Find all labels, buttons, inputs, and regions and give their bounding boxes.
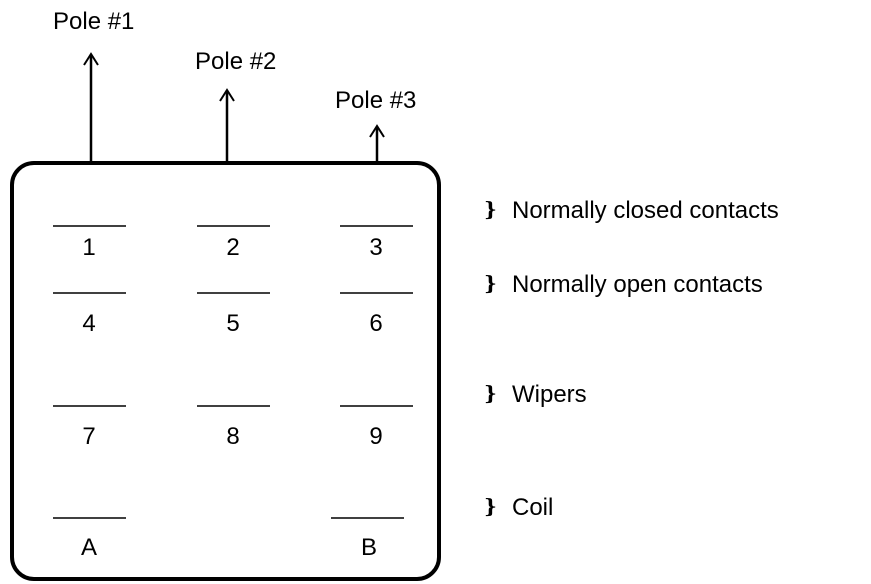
terminal-2: 2 — [197, 225, 270, 261]
pole-1: Pole #1 — [53, 8, 134, 163]
legend-item-wipers: } Wipers — [484, 381, 587, 408]
legend-item-label: Wipers — [512, 381, 587, 408]
legend-item-normally-closed: } Normally closed contacts — [484, 197, 779, 224]
terminal-a-label: A — [81, 534, 97, 561]
terminal-8: 8 — [197, 405, 270, 450]
pole-3: Pole #3 — [335, 87, 416, 163]
terminal-1: 1 — [53, 225, 126, 261]
terminal-3: 3 — [340, 225, 413, 261]
pole-3-arrow-icon — [369, 124, 385, 138]
terminal-9: 9 — [340, 405, 413, 450]
terminal-a: A — [53, 517, 126, 561]
terminal-5: 5 — [197, 292, 270, 337]
legend-item-normally-open: } Normally open contacts — [484, 271, 763, 298]
brace-icon: } — [484, 271, 497, 295]
relay-body — [10, 161, 441, 581]
terminal-6: 6 — [340, 292, 413, 337]
brace-icon: } — [484, 197, 497, 221]
legend-item-label: Coil — [512, 494, 553, 521]
terminal-3-label: 3 — [369, 234, 382, 261]
pole-1-label: Pole #1 — [53, 8, 134, 35]
terminal-9-label: 9 — [369, 423, 382, 450]
terminal-4-label: 4 — [82, 310, 95, 337]
terminal-b-label: B — [361, 534, 377, 561]
pole-1-arrow-icon — [83, 52, 99, 66]
legend: } Normally closed contacts } Normally op… — [484, 197, 779, 521]
legend-item-label: Normally closed contacts — [512, 197, 779, 224]
pole-2-label: Pole #2 — [195, 48, 276, 75]
pole-2: Pole #2 — [195, 48, 276, 163]
terminal-1-label: 1 — [82, 234, 95, 261]
terminal-4: 4 — [53, 292, 126, 337]
pole-3-label: Pole #3 — [335, 87, 416, 114]
legend-item-coil: } Coil — [484, 494, 553, 521]
terminal-7: 7 — [53, 405, 126, 450]
brace-icon: } — [484, 381, 497, 405]
terminal-8-label: 8 — [226, 423, 239, 450]
terminal-2-label: 2 — [226, 234, 239, 261]
terminal-6-label: 6 — [369, 310, 382, 337]
legend-item-label: Normally open contacts — [512, 271, 763, 298]
terminal-b: B — [331, 517, 404, 561]
terminal-7-label: 7 — [82, 423, 95, 450]
terminal-5-label: 5 — [226, 310, 239, 337]
pole-2-arrow-icon — [219, 88, 235, 102]
brace-icon: } — [484, 494, 497, 518]
